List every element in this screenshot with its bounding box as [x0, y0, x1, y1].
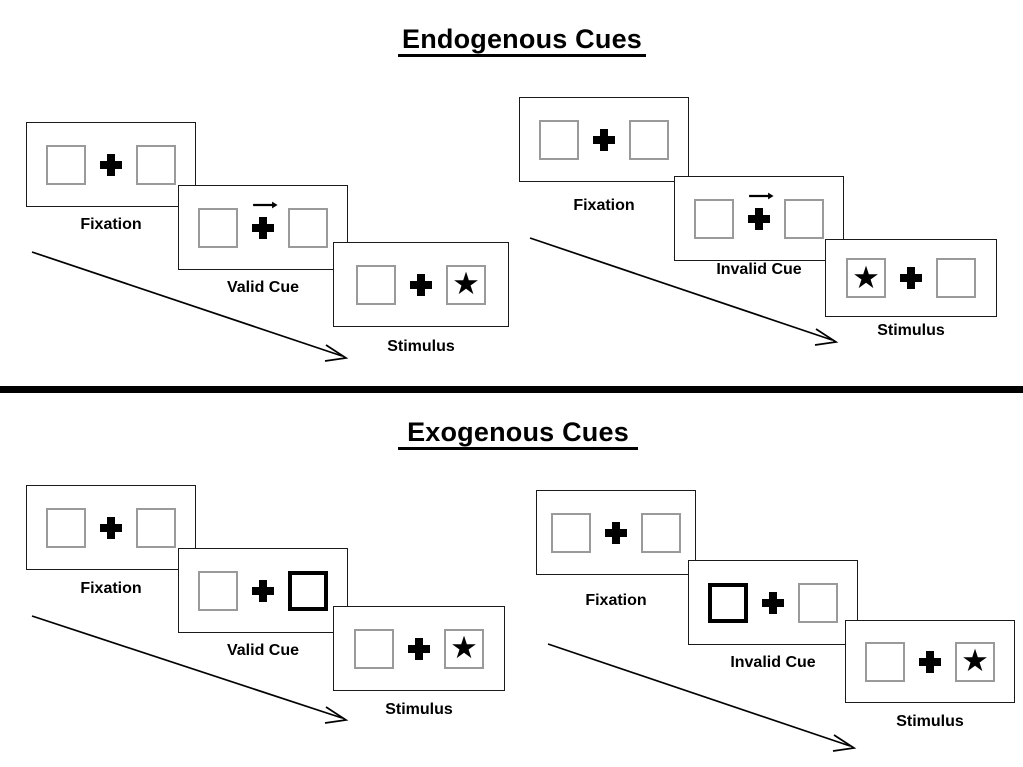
caption-stimulus: Stimulus: [385, 701, 453, 718]
left-box: [551, 512, 591, 553]
left-box: [198, 570, 238, 611]
frame-content: ★: [865, 641, 995, 682]
caption-fixation: Fixation: [573, 197, 635, 214]
fixation-cross-icon: [100, 516, 122, 539]
frame-endogenous-valid-stimulus: ★: [333, 242, 509, 327]
frame-content: ★: [356, 264, 486, 305]
frame-endogenous-valid-fixation: [26, 122, 196, 207]
center-cue-slot: [252, 201, 278, 239]
sequence-arrow-icon-exogenous-valid: [31, 615, 349, 724]
left-box: [46, 507, 86, 548]
frame-content: [198, 201, 328, 248]
caption-valid-cue: Valid Cue: [226, 642, 300, 659]
center-cue-slot: [605, 521, 627, 544]
right-box: [784, 198, 824, 239]
left-box: [865, 641, 905, 682]
right-arrow-cue-icon: [749, 192, 774, 199]
center-cue-slot: [919, 650, 941, 673]
right-box: [798, 582, 838, 623]
frame-content: [46, 507, 176, 548]
left-box: [198, 207, 238, 248]
center-cue-slot: [100, 153, 122, 176]
center-cue-slot: [252, 579, 274, 602]
center-cue-slot: [748, 192, 774, 230]
right-box: ★: [446, 264, 486, 305]
right-box: ★: [955, 641, 995, 682]
section-divider: [0, 386, 1023, 393]
frame-content: [46, 144, 176, 185]
sequence-arrow-icon-endogenous-invalid: [529, 237, 839, 346]
sequence-arrow-icon-endogenous-valid: [31, 251, 349, 362]
center-cue-slot: [900, 267, 922, 289]
frame-content: ★: [354, 628, 484, 669]
right-box: [641, 512, 681, 553]
frame-endogenous-invalid-cue: [674, 176, 844, 261]
frame-endogenous-valid-cue: [178, 185, 348, 270]
fixation-cross-icon: [900, 267, 922, 289]
frame-content: [539, 119, 669, 160]
fixation-cross-icon: [593, 128, 615, 151]
sequence-arrow-icon-exogenous-invalid: [547, 643, 857, 752]
frame-endogenous-invalid-fixation: [519, 97, 689, 182]
left-box: [356, 264, 396, 305]
left-box: [354, 628, 394, 669]
target-star-icon: ★: [961, 643, 989, 678]
frame-exogenous-invalid-cue: [688, 560, 858, 645]
caption-fixation: Fixation: [80, 216, 142, 233]
center-cue-slot: [408, 637, 430, 660]
caption-fixation: Fixation: [80, 580, 142, 597]
fixation-cross-icon: [762, 591, 784, 614]
caption-invalid-cue: Invalid Cue: [730, 654, 816, 671]
target-star-icon: ★: [852, 259, 880, 295]
caption-invalid-cue: Invalid Cue: [716, 261, 802, 278]
target-star-icon: ★: [450, 630, 478, 665]
right-box: ★: [444, 628, 484, 669]
fixation-cross-icon: [252, 216, 274, 239]
frame-exogenous-invalid-fixation: [536, 490, 696, 575]
fixation-cross-icon: [408, 637, 430, 660]
right-box: [136, 144, 176, 185]
right-box-highlighted: [288, 570, 328, 611]
left-box: [539, 119, 579, 160]
frame-content: [708, 582, 838, 623]
center-cue-slot: [762, 591, 784, 614]
right-box: [136, 507, 176, 548]
target-star-icon: ★: [452, 266, 480, 301]
frame-exogenous-valid-cue: [178, 548, 348, 633]
fixation-cross-icon: [748, 207, 770, 230]
frame-content: [694, 192, 824, 239]
fixation-cross-icon: [252, 579, 274, 602]
frame-exogenous-valid-stimulus: ★: [333, 606, 505, 691]
right-box: [936, 258, 976, 298]
frame-content: ★: [846, 258, 976, 298]
caption-stimulus: Stimulus: [896, 713, 964, 730]
fixation-cross-icon: [605, 521, 627, 544]
right-box: [288, 207, 328, 248]
right-arrow-cue-icon: [253, 201, 278, 208]
center-cue-slot: [593, 128, 615, 151]
frame-endogenous-invalid-stimulus: ★: [825, 239, 997, 317]
caption-stimulus: Stimulus: [387, 338, 455, 355]
frame-exogenous-valid-fixation: [26, 485, 196, 570]
section-title-exogenous: Exogenous Cues: [398, 418, 638, 451]
left-box-highlighted: [708, 582, 748, 623]
frame-content: [198, 570, 328, 611]
frame-content: [551, 512, 681, 553]
frame-exogenous-invalid-stimulus: ★: [845, 620, 1015, 703]
fixation-cross-icon: [919, 650, 941, 673]
left-box: ★: [846, 258, 886, 298]
right-box: [629, 119, 669, 160]
fixation-cross-icon: [100, 153, 122, 176]
center-cue-slot: [410, 273, 432, 296]
section-title-endogenous: Endogenous Cues: [398, 25, 646, 58]
left-box: [694, 198, 734, 239]
left-box: [46, 144, 86, 185]
caption-fixation: Fixation: [585, 592, 647, 609]
caption-stimulus: Stimulus: [877, 322, 945, 339]
center-cue-slot: [100, 516, 122, 539]
fixation-cross-icon: [410, 273, 432, 296]
caption-valid-cue: Valid Cue: [226, 279, 300, 296]
